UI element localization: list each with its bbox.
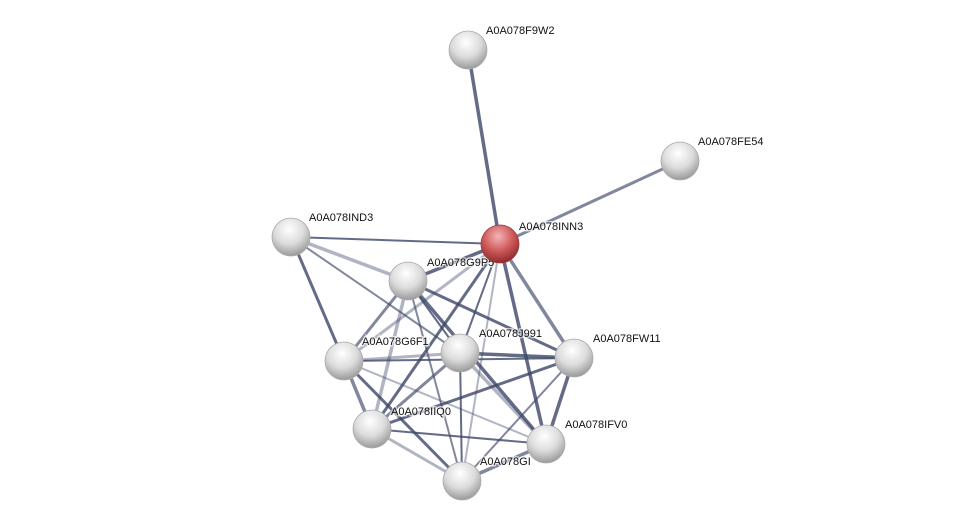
node-label-inn3: A0A078INN3 xyxy=(519,221,583,233)
edge-fw11-iiq0[interactable] xyxy=(371,356,575,431)
node-label-fe54: A0A078FE54 xyxy=(698,136,763,148)
node-label-j991: A0A078J991 xyxy=(479,328,542,340)
node-ind3[interactable] xyxy=(271,217,311,257)
node-label-gi: A0A078GI xyxy=(480,456,531,468)
edge-inn3-iiq0[interactable] xyxy=(370,243,502,430)
node-g6f1[interactable] xyxy=(324,341,364,381)
edge-iiq0-ifv0[interactable] xyxy=(371,428,547,445)
node-gi[interactable] xyxy=(442,461,482,501)
node-label-ifv0: A0A078IFV0 xyxy=(565,419,627,431)
edge-ind3-g6f1[interactable] xyxy=(289,236,346,362)
edge-j991-ifv0[interactable] xyxy=(458,351,548,446)
node-ifv0[interactable] xyxy=(526,424,566,464)
edge-ind3-j991[interactable] xyxy=(290,236,461,354)
edge-inn3-gi[interactable] xyxy=(461,243,501,482)
edge-ind3-inn3[interactable] xyxy=(290,236,501,245)
edge-f9w2-inn3[interactable] xyxy=(466,49,502,245)
edge-g9p5-gi[interactable] xyxy=(407,280,463,482)
node-iiq0[interactable] xyxy=(352,409,392,449)
edge-g9p5-ifv0[interactable] xyxy=(406,279,548,446)
node-label-g6f1: A0A078G6F1 xyxy=(362,336,429,348)
edge-ind3-g9p5[interactable] xyxy=(290,235,409,283)
edge-g6f1-gi[interactable] xyxy=(342,359,464,483)
edge-inn3-fw11[interactable] xyxy=(498,243,576,359)
edge-j991-gi[interactable] xyxy=(459,352,463,482)
node-j991[interactable] xyxy=(440,333,480,373)
node-label-f9w2: A0A078F9W2 xyxy=(486,25,554,37)
node-label-iiq0: A0A078IIQ0 xyxy=(391,406,451,418)
node-inn3[interactable] xyxy=(480,224,520,264)
node-g9p5[interactable] xyxy=(388,261,428,301)
node-fe54[interactable] xyxy=(660,141,700,181)
node-label-ind3: A0A078IND3 xyxy=(309,212,373,224)
edge-fe54-inn3[interactable] xyxy=(499,159,681,246)
edge-g9p5-fw11[interactable] xyxy=(407,279,575,360)
node-f9w2[interactable] xyxy=(448,30,488,70)
node-label-fw11: A0A078FW11 xyxy=(593,333,661,345)
edge-g9p5-iiq0[interactable] xyxy=(370,280,410,430)
node-label-g9p5: A0A078G9P5 xyxy=(427,257,494,269)
node-fw11[interactable] xyxy=(554,338,594,378)
edge-inn3-g6f1[interactable] xyxy=(343,242,501,363)
edge-fw11-gi[interactable] xyxy=(461,357,575,482)
edge-inn3-ifv0[interactable] xyxy=(498,243,548,445)
